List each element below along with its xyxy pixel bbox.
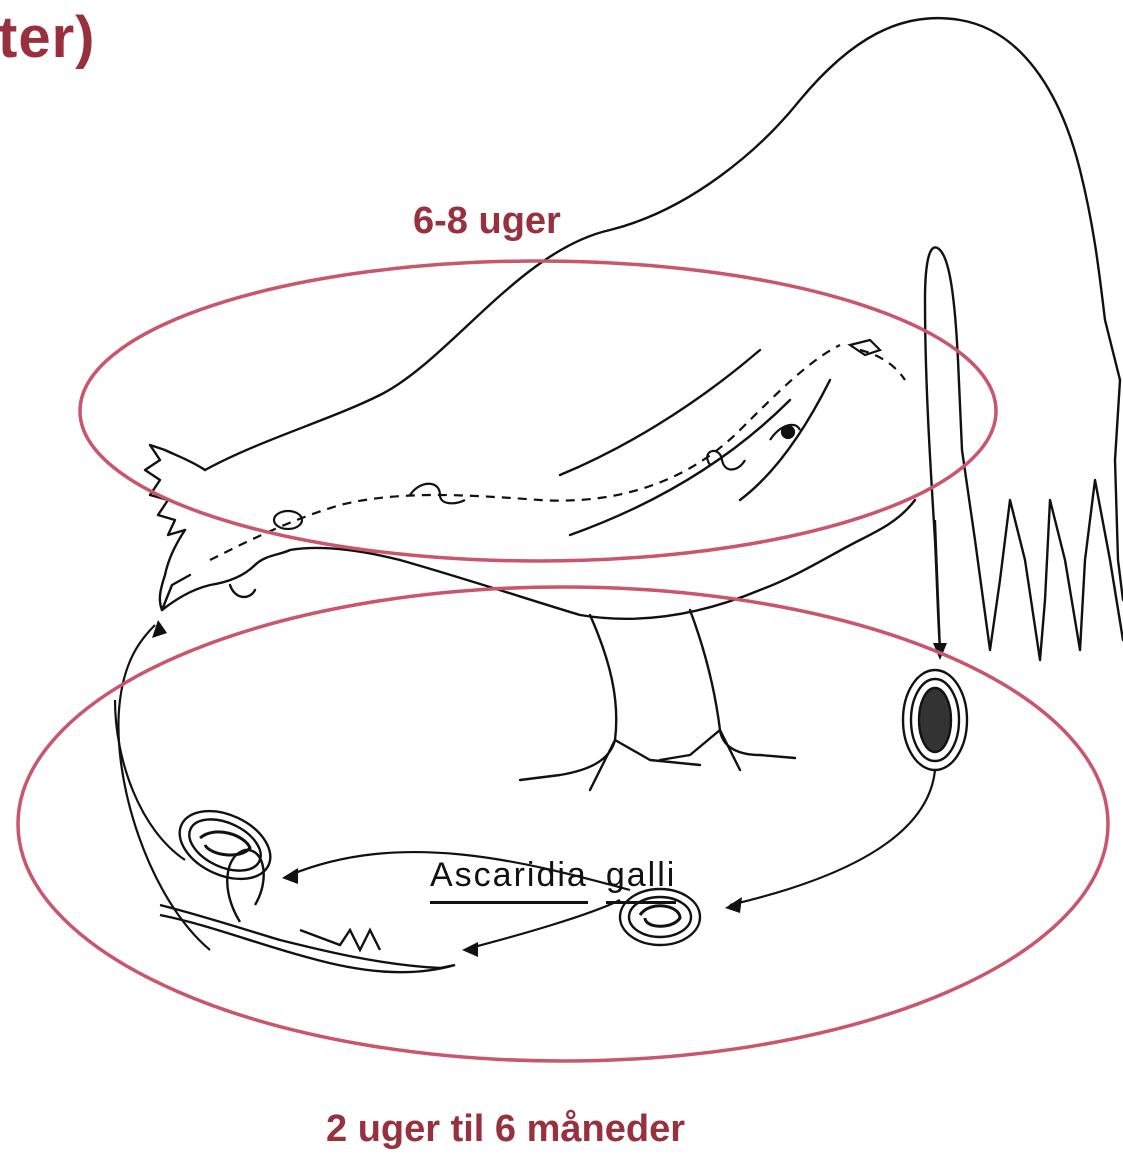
species-epithet: galli (606, 856, 676, 904)
hen-head (160, 530, 400, 610)
egg-embryonated-right (903, 670, 967, 770)
hen-tail-feathers (958, 360, 1123, 660)
arrow-egg-to-larva (470, 900, 620, 948)
arrow-to-bottom-egg (730, 770, 935, 905)
hen-leg-right (660, 610, 795, 770)
hen-wing-line (560, 350, 830, 535)
arrow-excretion (935, 520, 940, 650)
hen-wattle (230, 585, 255, 597)
species-name: Ascaridia galli (430, 856, 676, 904)
title-fragment: ter) (0, 4, 95, 71)
species-genus: Ascaridia (430, 856, 588, 904)
gut-migration-path (210, 345, 905, 560)
hen-beak (162, 575, 190, 610)
adult-phase-ellipse (80, 261, 996, 561)
adult-phase-label: 6-8 uger (413, 200, 561, 243)
hen-tail-inner (925, 247, 958, 650)
hen-illustration (145, 18, 1123, 790)
hen-back-outline (205, 18, 1120, 470)
arrow-heads (152, 620, 947, 957)
hen-neck (145, 445, 205, 535)
environment-phase-label: 2 uger til 6 måneder (326, 1108, 685, 1151)
hen-leg-left (520, 615, 700, 790)
arrow-outer-left (115, 700, 185, 860)
